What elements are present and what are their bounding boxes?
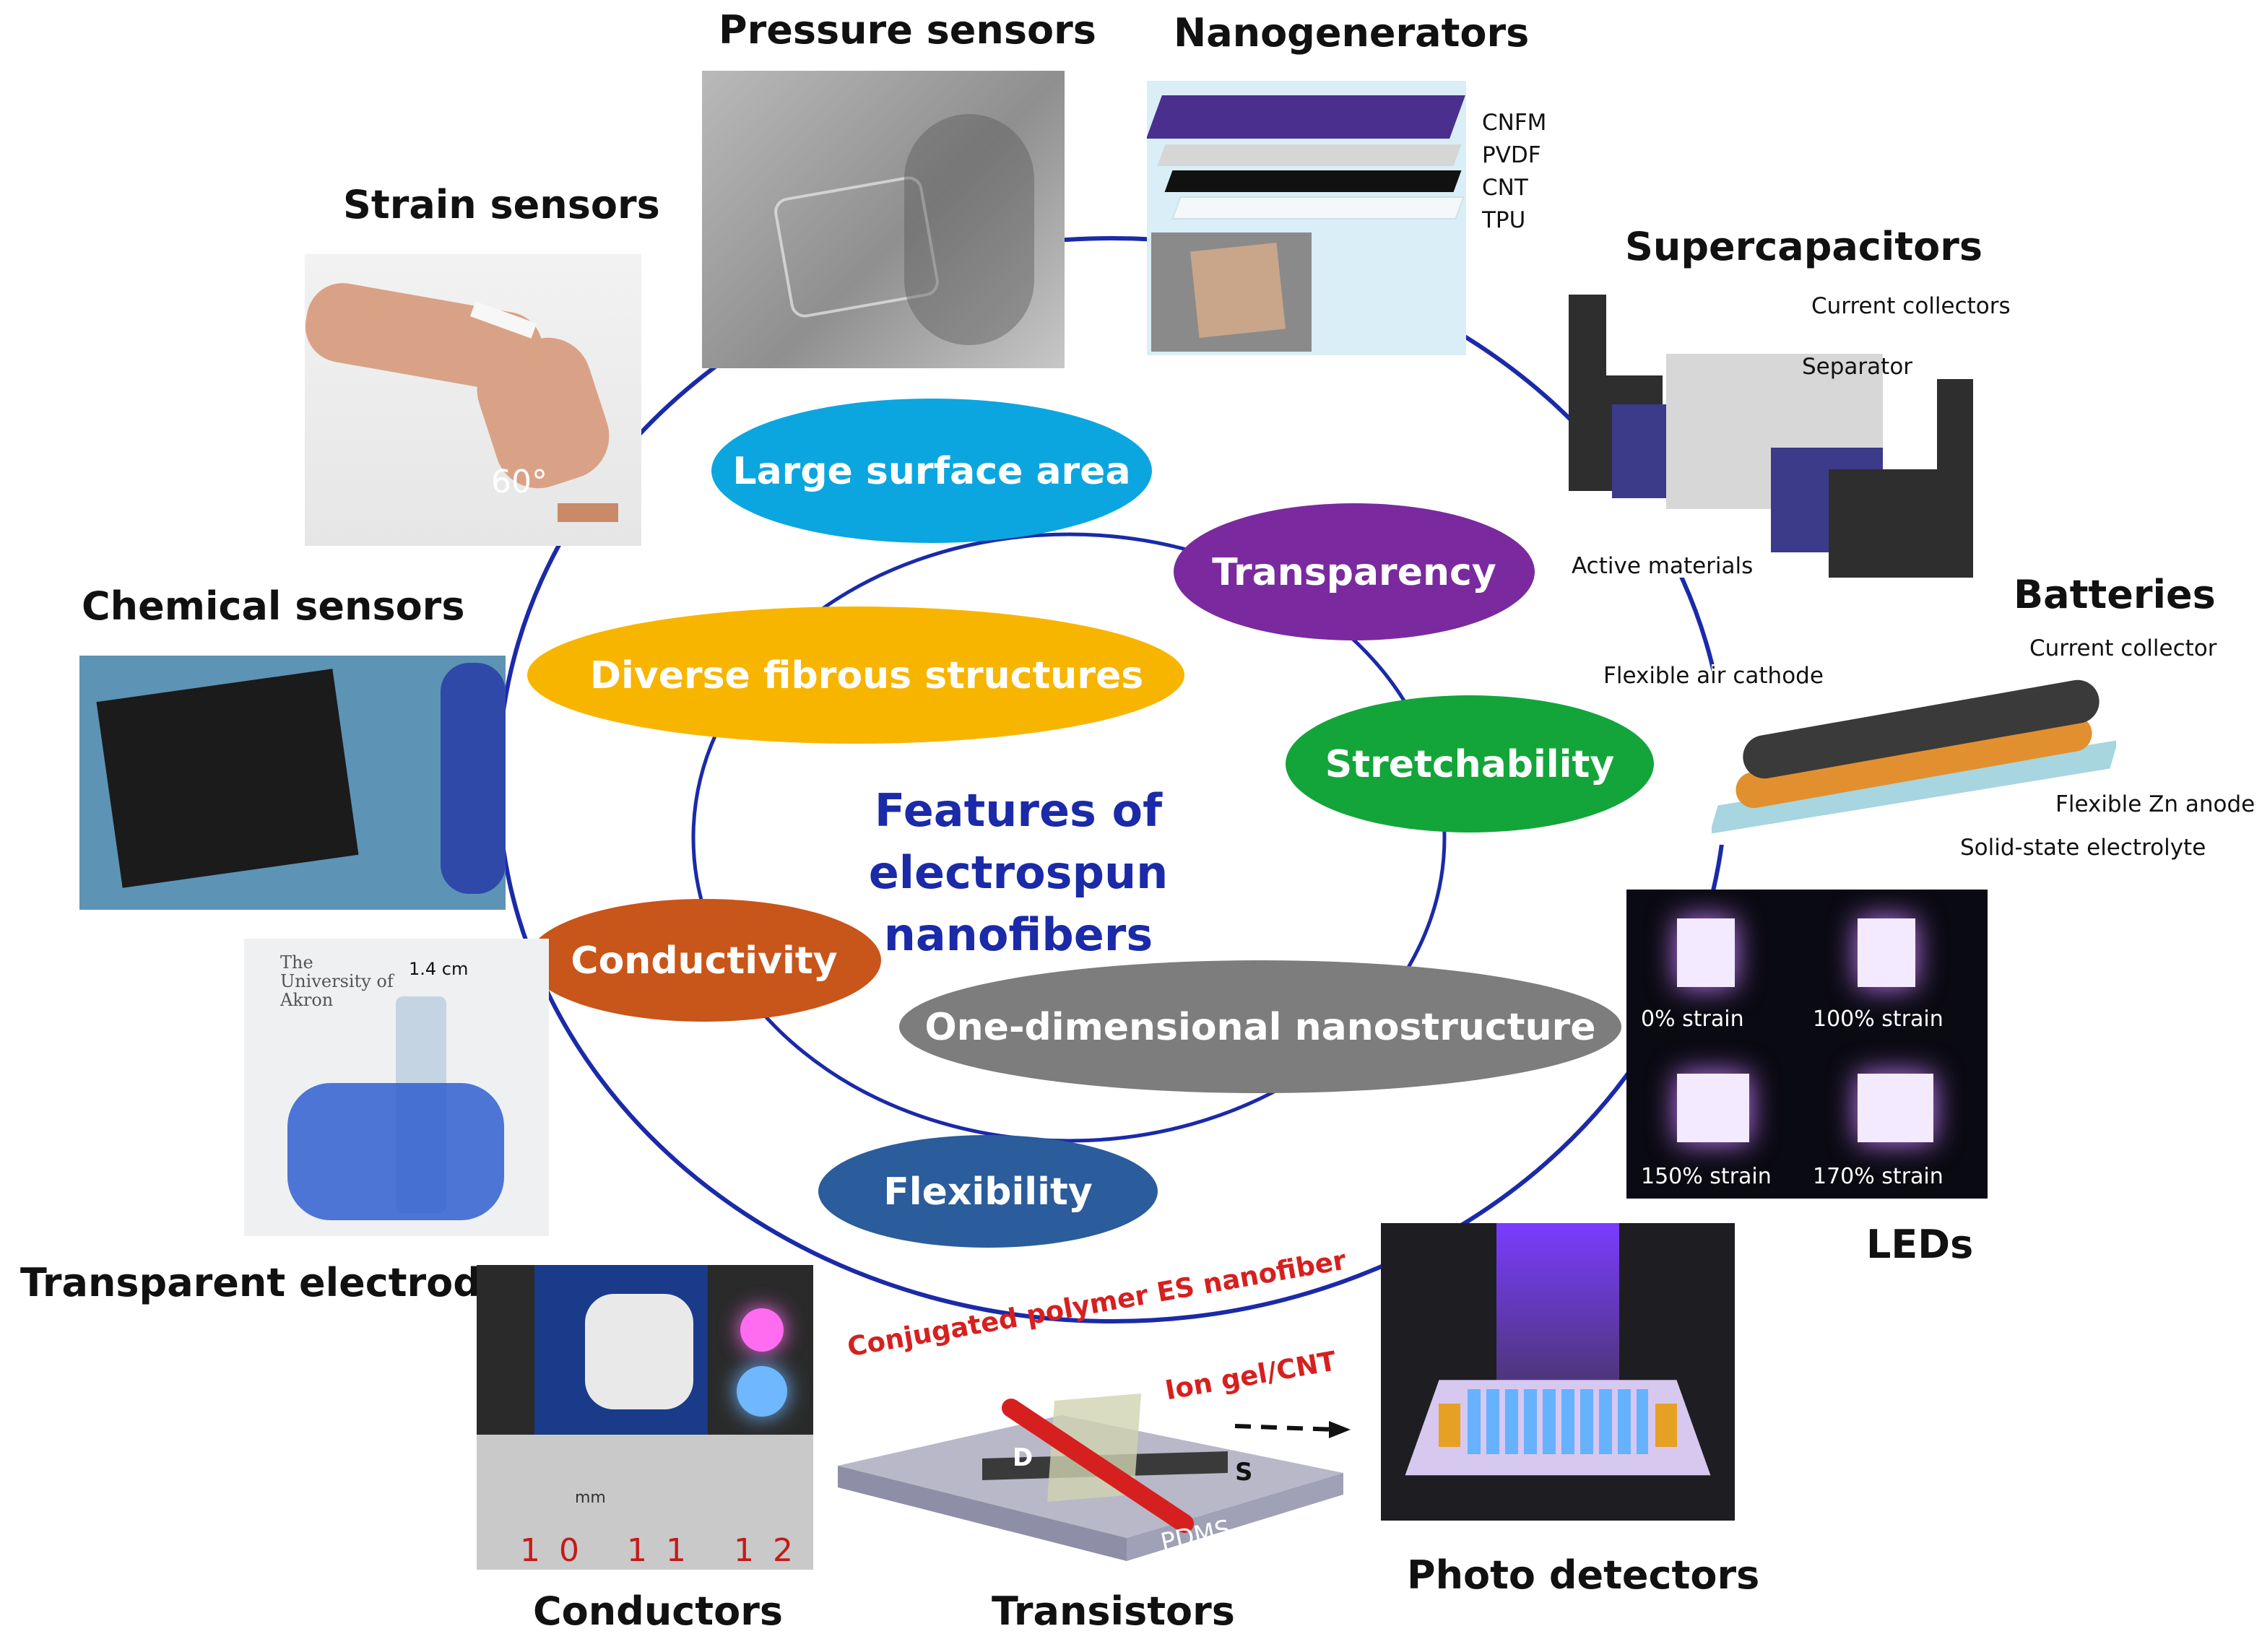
feature-label: Large surface area <box>732 450 1130 493</box>
feature-flexibility: Flexibility <box>818 1135 1158 1248</box>
ruler-unit: mm <box>575 1489 606 1507</box>
label-supercapacitors: Supercapacitors <box>1625 224 1982 269</box>
label-strain-sensors: Strain sensors <box>343 182 660 227</box>
led-strain-label: 0% strain <box>1641 1007 1744 1032</box>
strain-angle: 60° <box>491 464 547 500</box>
led-photo-grid <box>1626 890 1988 1199</box>
conductor-photo: mm 10 11 12 <box>477 1265 813 1570</box>
label-leds: LEDs <box>1866 1222 1974 1267</box>
center-title: Features of electrospun nanofibers <box>729 780 1307 966</box>
center-title-line2: nanofibers <box>883 908 1153 961</box>
label-conductors: Conductors <box>533 1588 783 1634</box>
ruler-numbers: 10 11 12 <box>520 1532 812 1569</box>
led-strain-label: 150% strain <box>1641 1164 1772 1189</box>
feature-label: One-dimensional nanostructure <box>924 1006 1595 1049</box>
layer-label: TPU <box>1482 207 1526 233</box>
label-photo-detectors: Photo detectors <box>1407 1552 1760 1598</box>
layer-label: PVDF <box>1482 142 1541 168</box>
university-logo-text: The University of Akron <box>280 952 394 1010</box>
label-nanogenerators: Nanogenerators <box>1174 10 1530 56</box>
label-transparent-electrodes: Transparent electrodes <box>20 1260 531 1305</box>
feature-one-dimensional-nanostructure: One-dimensional nanostructure <box>899 960 1621 1093</box>
nanogenerator-photo <box>1147 81 1466 355</box>
strain-sensor-photo: 60° <box>305 254 641 546</box>
feature-label: Conductivity <box>571 939 837 983</box>
label-separator: Separator <box>1802 354 1913 380</box>
battery-diagram <box>1712 664 2116 845</box>
transistor-source: S <box>1235 1458 1253 1487</box>
feature-stretchability: Stretchability <box>1286 695 1654 832</box>
transparent-electrode-photo: The University of Akron 1.4 cm <box>244 939 549 1236</box>
chemical-sensor-photo <box>79 656 506 910</box>
feature-label: Stretchability <box>1325 743 1614 786</box>
feature-diverse-fibrous-structures: Diverse fibrous structures <box>527 607 1184 744</box>
transistor-drain: D <box>1013 1443 1033 1472</box>
label-current-collectors: Current collectors <box>1811 293 2011 319</box>
supercapacitor-diagram <box>1569 289 1973 578</box>
label-active-materials: Active materials <box>1572 553 1754 579</box>
label-batteries: Batteries <box>2014 572 2216 617</box>
feature-large-surface-area: Large surface area <box>711 399 1152 543</box>
transistor-diagram: D S PDMS <box>838 1394 1351 1561</box>
feature-label: Diverse fibrous structures <box>590 654 1143 697</box>
label-air-cathode: Flexible air cathode <box>1603 663 1824 689</box>
led-strain-label: 100% strain <box>1813 1007 1944 1032</box>
feature-transparency: Transparency <box>1174 503 1535 640</box>
pressure-sensor-photo <box>702 71 1065 368</box>
label-electrolyte: Solid-state electrolyte <box>1960 835 2206 861</box>
photo-detector-render <box>1381 1223 1735 1521</box>
feature-label: Transparency <box>1212 551 1496 594</box>
led-strain-label: 170% strain <box>1813 1164 1944 1189</box>
label-pressure-sensors: Pressure sensors <box>719 7 1096 53</box>
inner-ring <box>691 532 1447 1143</box>
label-chemical-sensors: Chemical sensors <box>82 583 465 629</box>
label-current-collector: Current collector <box>2029 635 2217 661</box>
label-transistors: Transistors <box>992 1588 1235 1634</box>
feature-label: Flexibility <box>883 1170 1092 1214</box>
layer-label: CNFM <box>1482 110 1547 136</box>
feature-conductivity: Conductivity <box>527 899 881 1022</box>
scale-label: 1.4 cm <box>409 959 469 979</box>
label-zn-anode: Flexible Zn anode <box>2055 791 2256 817</box>
center-title-line1: Features of electrospun <box>868 784 1169 899</box>
layer-label: CNT <box>1482 175 1528 201</box>
